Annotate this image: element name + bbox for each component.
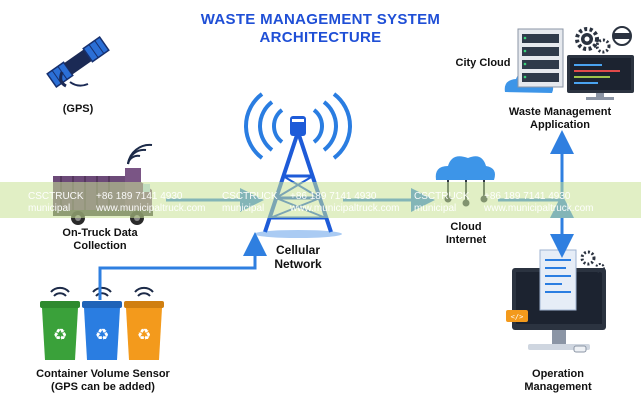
- watermark-sub-2: municipal: [222, 203, 265, 214]
- cellular-label-line2: Network: [274, 257, 322, 271]
- watermark-url-1: www.municipaltruck.com: [96, 203, 206, 214]
- www-icon: [612, 26, 632, 46]
- blue-bin-icon: ♻: [82, 301, 122, 360]
- bin-wifi-icons: [50, 286, 154, 297]
- diagram-title-line1: WASTE MANAGEMENT SYSTEM: [200, 11, 441, 28]
- watermark-sub-1: municipal: [28, 203, 71, 214]
- watermark-brand-2: CSCTRUCK: [222, 191, 278, 202]
- cellular-label-line1: Cellular: [275, 243, 320, 257]
- wm-app-label-line2: Application: [530, 119, 590, 131]
- watermark-phone-1: +86 189 7141 4930: [96, 191, 183, 202]
- operation-label-line2: Management: [524, 381, 592, 393]
- watermark-url-3: www.municipaltruck.com: [484, 203, 594, 214]
- signal-waves-icon: [244, 92, 352, 160]
- watermark-band: [0, 182, 641, 218]
- svg-text:♻: ♻: [95, 325, 109, 344]
- watermark-url-2: www.municipaltruck.com: [290, 203, 400, 214]
- svg-text:♻: ♻: [53, 325, 67, 344]
- watermark-brand-1: CSCTRUCK: [28, 191, 84, 202]
- gear-icon: [575, 27, 611, 54]
- satellite-icon: [46, 36, 110, 88]
- wm-app-label-line1: Waste Management: [508, 106, 612, 118]
- diagram-title-line2: ARCHITECTURE: [259, 29, 382, 46]
- watermark-phone-3: +86 189 7141 4930: [484, 191, 571, 202]
- svg-text:</>: </>: [511, 313, 524, 321]
- cellular-tower-icon: [254, 116, 342, 238]
- operation-workstation-icon: </>: [506, 249, 606, 353]
- cloud-internet-label-line1: Cloud: [450, 221, 482, 233]
- truck-wifi-icon: [127, 143, 153, 165]
- on-truck-label-line2: Collection: [73, 240, 127, 252]
- gps-label: (GPS): [62, 103, 94, 115]
- cloud-internet-label-line2: Internet: [445, 234, 487, 246]
- watermark-brand-3: CSCTRUCK: [414, 191, 470, 202]
- orange-bin-icon: ♻: [124, 301, 164, 360]
- sensor-to-network-arrow: [98, 232, 267, 300]
- svg-text:♻: ♻: [137, 325, 151, 344]
- watermark-sub-3: municipal: [414, 203, 457, 214]
- green-bin-icon: ♻: [40, 301, 80, 360]
- city-cloud-label: City Cloud: [455, 57, 511, 69]
- monitor-icon: [567, 55, 634, 100]
- sensor-label-line2: (GPS can be added): [51, 381, 155, 393]
- server-rack-icon: [517, 28, 564, 88]
- operation-label-line1: Operation: [532, 368, 584, 380]
- sensor-label-line1: Container Volume Sensor: [36, 368, 170, 380]
- on-truck-label-line1: On-Truck Data: [62, 227, 138, 239]
- watermark-phone-2: +86 189 7141 4930: [290, 191, 377, 202]
